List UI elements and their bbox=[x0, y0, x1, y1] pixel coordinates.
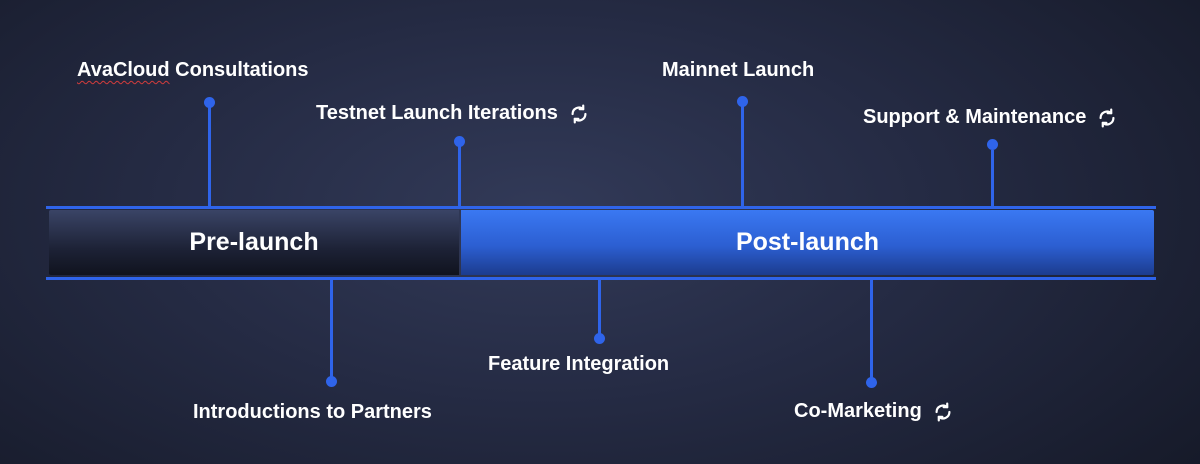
comarketing-connector bbox=[870, 279, 873, 380]
support-label: Support & Maintenance bbox=[863, 106, 1087, 128]
milestone-mainnet-launch: Mainnet Launch bbox=[662, 59, 814, 82]
phase-pre-launch: Pre-launch bbox=[49, 210, 459, 275]
support-marker bbox=[987, 139, 998, 150]
avacloud-word: AvaCloud bbox=[77, 59, 170, 81]
testnet-label: Testnet Launch Iterations bbox=[316, 102, 558, 124]
avacloud-connector bbox=[208, 104, 211, 207]
consultations-word: Consultations bbox=[169, 59, 309, 81]
milestone-co-marketing: Co-Marketing bbox=[794, 400, 954, 423]
phase-pre-launch-label: Pre-launch bbox=[189, 228, 319, 256]
refresh-cycle-icon bbox=[935, 401, 951, 422]
mainnet-label: Mainnet Launch bbox=[662, 59, 815, 81]
feature-marker bbox=[594, 333, 605, 344]
refresh-cycle-icon bbox=[571, 103, 587, 124]
comarketing-marker bbox=[866, 377, 877, 388]
feature-connector bbox=[598, 279, 601, 337]
support-connector bbox=[991, 150, 994, 207]
milestone-avacloud-consultations: AvaCloud Consultations bbox=[77, 59, 309, 82]
phase-post-launch: Post-launch bbox=[461, 210, 1154, 275]
introductions-label: Introductions to Partners bbox=[193, 401, 432, 423]
timeline-bottom-rail bbox=[46, 277, 1156, 280]
milestone-introductions-to-partners: Introductions to Partners bbox=[193, 401, 432, 424]
milestone-support-maintenance: Support & Maintenance bbox=[863, 106, 1118, 129]
milestone-testnet-launch-iterations: Testnet Launch Iterations bbox=[316, 102, 590, 125]
milestone-feature-integration: Feature Integration bbox=[488, 353, 669, 376]
avacloud-marker bbox=[204, 97, 215, 108]
phase-post-launch-label: Post-launch bbox=[735, 228, 880, 256]
introductions-connector bbox=[330, 279, 333, 379]
refresh-cycle-icon bbox=[1099, 107, 1115, 128]
testnet-marker bbox=[454, 136, 465, 147]
feature-label: Feature Integration bbox=[488, 353, 670, 375]
introductions-marker bbox=[326, 376, 337, 387]
testnet-connector bbox=[458, 146, 461, 207]
mainnet-marker bbox=[737, 96, 748, 107]
mainnet-connector bbox=[741, 106, 744, 207]
comarketing-label: Co-Marketing bbox=[794, 400, 922, 422]
timeline-top-rail bbox=[46, 206, 1156, 209]
